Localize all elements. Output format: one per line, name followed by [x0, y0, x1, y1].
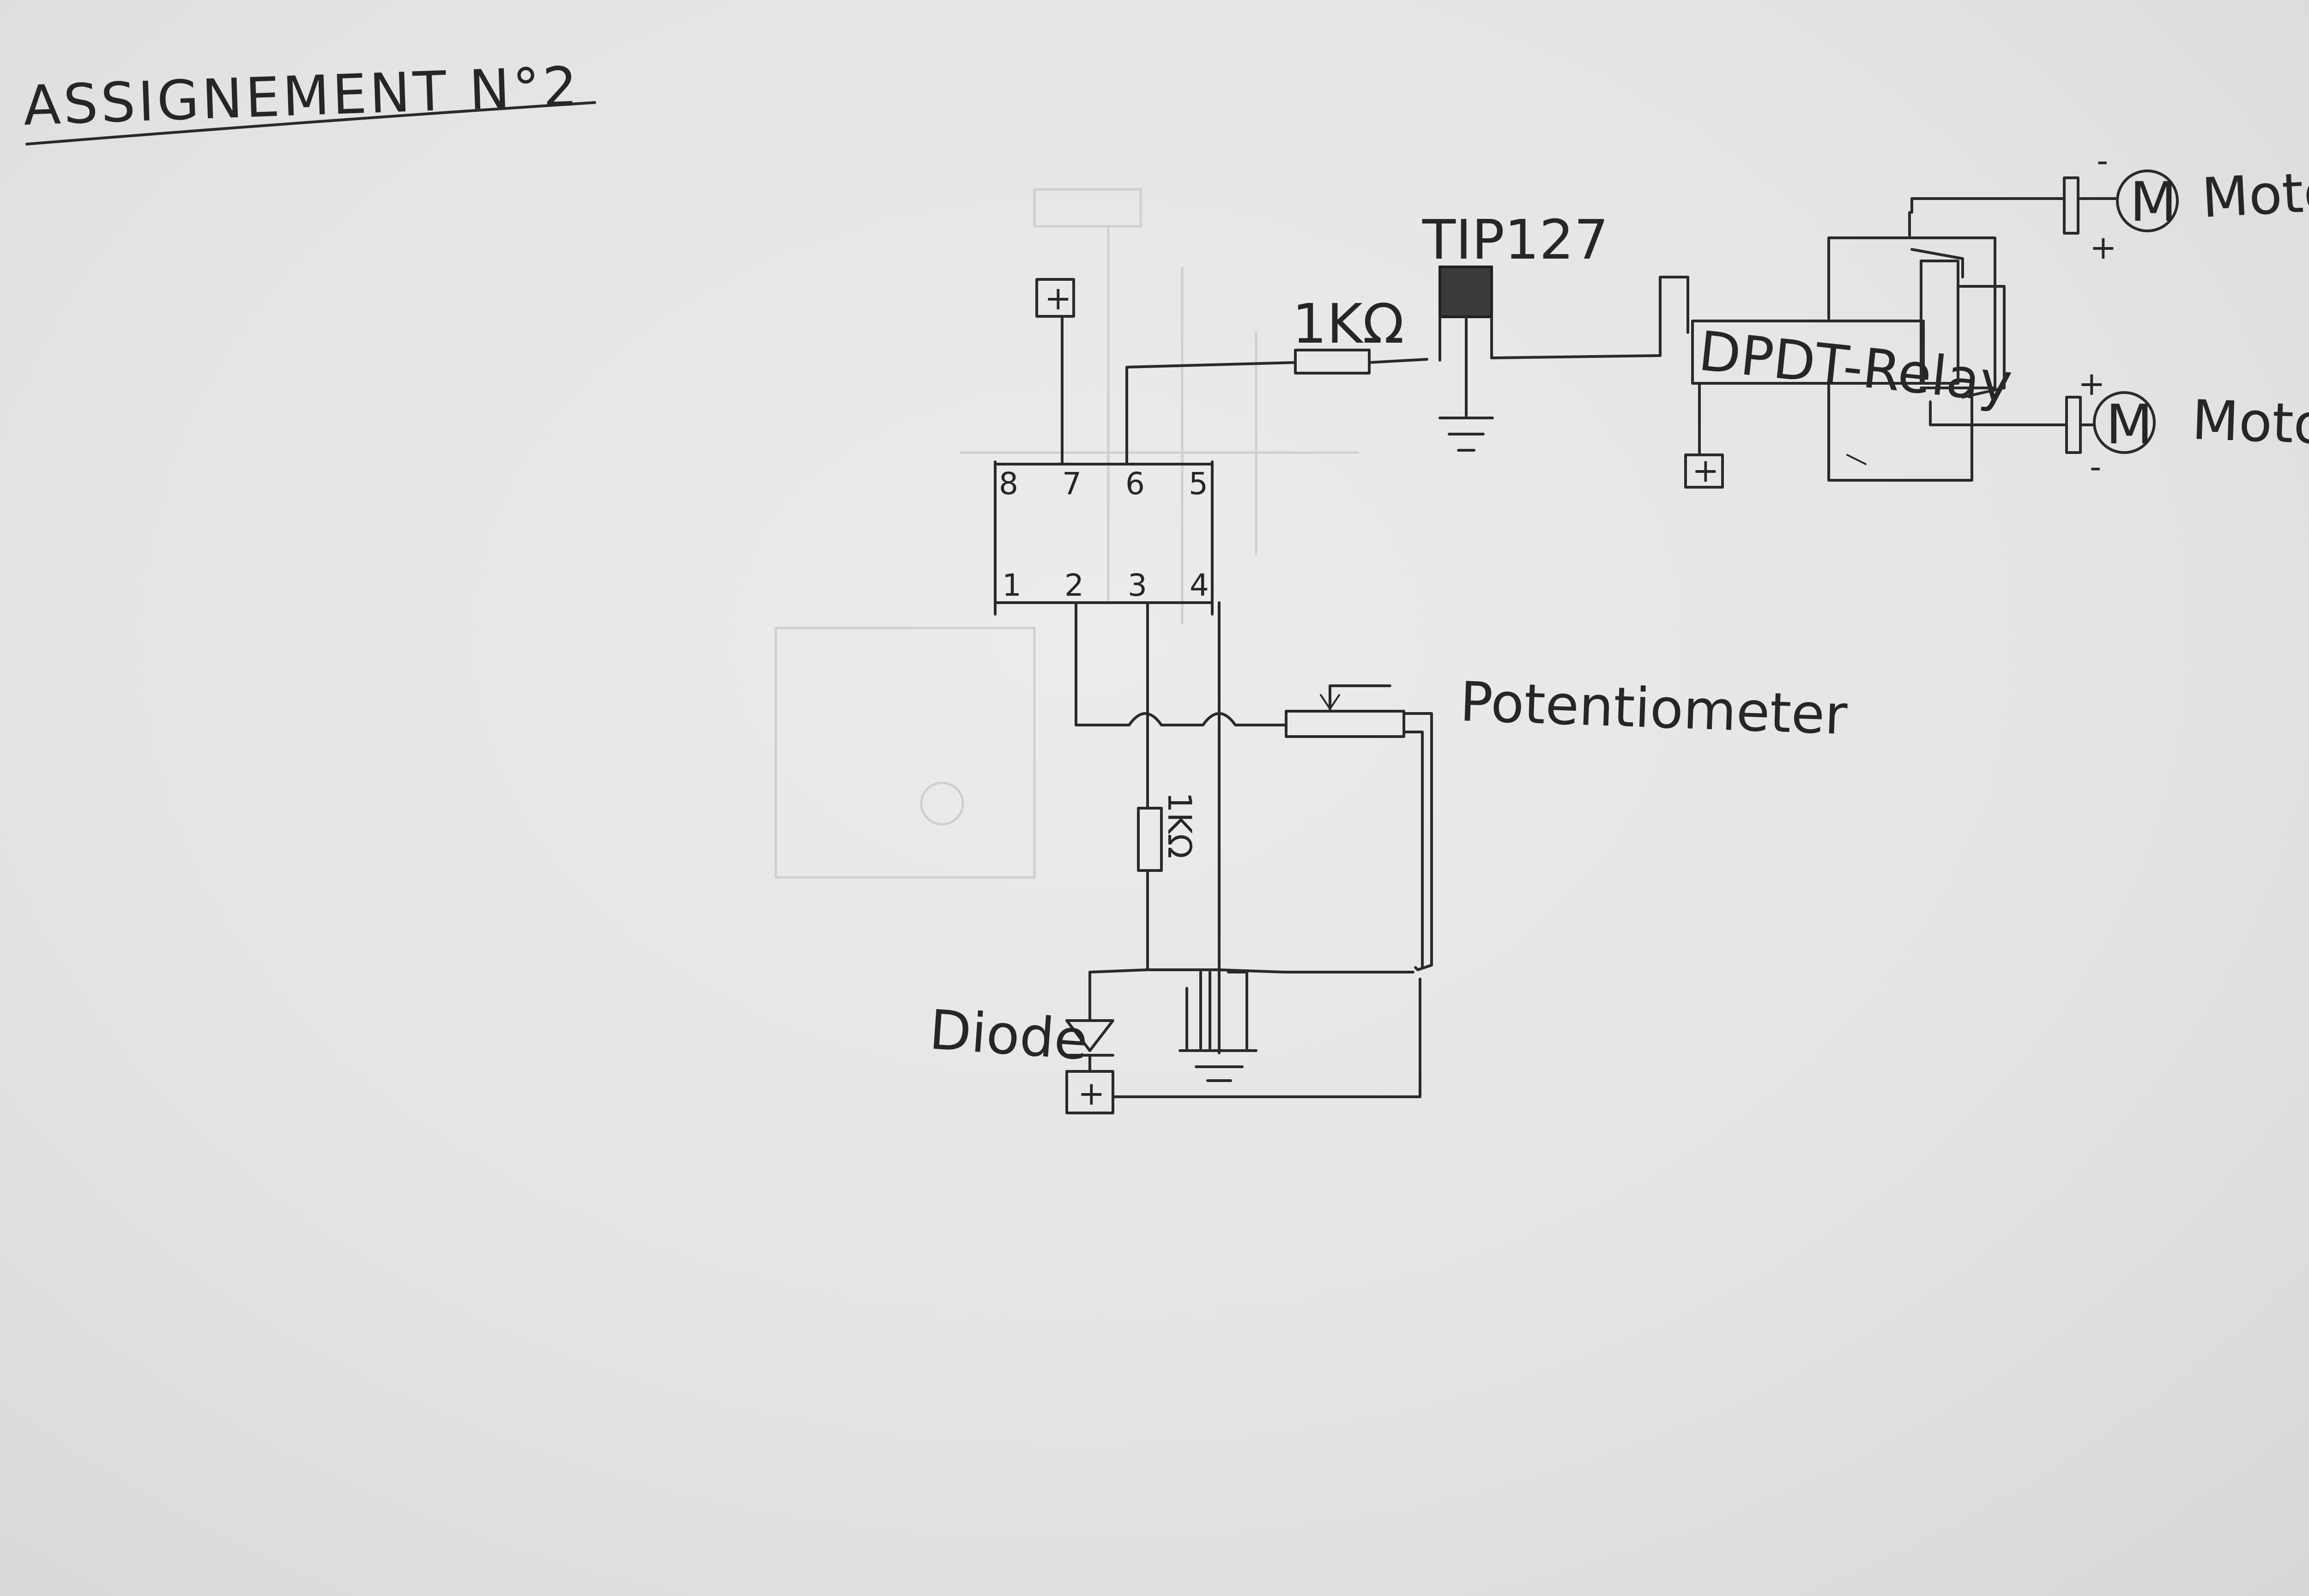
potentiometer: Potentiometer [1285, 670, 1849, 971]
bottom-rail: Diode + [927, 968, 1421, 1114]
resistor-bottom-label: 1KΩ [1161, 792, 1198, 858]
motor-1-minus: - [2097, 142, 2108, 180]
plus-sign-1: + [1045, 279, 1072, 317]
erased-sketch-ghost [774, 188, 1359, 879]
motor-1: M - + Motor 1 [1910, 142, 2309, 266]
motor-1-label: Motor 1 [2200, 155, 2309, 230]
motor-2-plus: + [2078, 365, 2105, 403]
ic-lower-wiring [1075, 601, 1287, 1054]
motor-2-symbol: M [2106, 393, 2153, 456]
page-title: ASSIGNEMENT N°2 [22, 54, 581, 138]
plus-sign-bottom: + [1078, 1075, 1105, 1112]
diode-label: Diode [927, 998, 1090, 1072]
ic-pin-1: 1 [1002, 568, 1022, 603]
base-resistor-wire: 1KΩ [1125, 292, 1428, 466]
relay-label: DPDT-Relay [1696, 319, 2015, 415]
title-block: ASSIGNEMENT N°2 [22, 54, 596, 145]
motor-2-minus: - [2090, 448, 2101, 486]
potentiometer-label: Potentiometer [1459, 670, 1849, 747]
motor-1-symbol: M [2130, 170, 2177, 234]
plus-sign-relay: + [1692, 452, 1719, 490]
supply-plus-top: + [1035, 278, 1075, 466]
resistor-1k-label: 1KΩ [1292, 292, 1404, 356]
ic-chip: 8 7 6 5 1 2 3 4 [994, 460, 1214, 616]
motor-2-label: Motor 2 [2191, 388, 2309, 459]
transistor-tip127: TIP127 [1422, 208, 1689, 452]
ic-pin-2: 2 [1064, 568, 1084, 603]
ic-pin-8: 8 [999, 466, 1018, 502]
ic-pin-4: 4 [1190, 568, 1209, 603]
resistor-bottom: 1KΩ [1137, 792, 1198, 971]
motor-2: M + - Motor 2 [1929, 365, 2309, 486]
ic-pin-3: 3 [1128, 568, 1147, 603]
transistor-label: TIP127 [1422, 208, 1608, 272]
ic-pin-5: 5 [1189, 466, 1208, 502]
dpdt-relay: DPDT-Relay + [1684, 211, 2015, 490]
ic-pin-6: 6 [1125, 466, 1145, 502]
ic-pin-7: 7 [1062, 466, 1082, 502]
motor-1-plus: + [2090, 229, 2117, 266]
